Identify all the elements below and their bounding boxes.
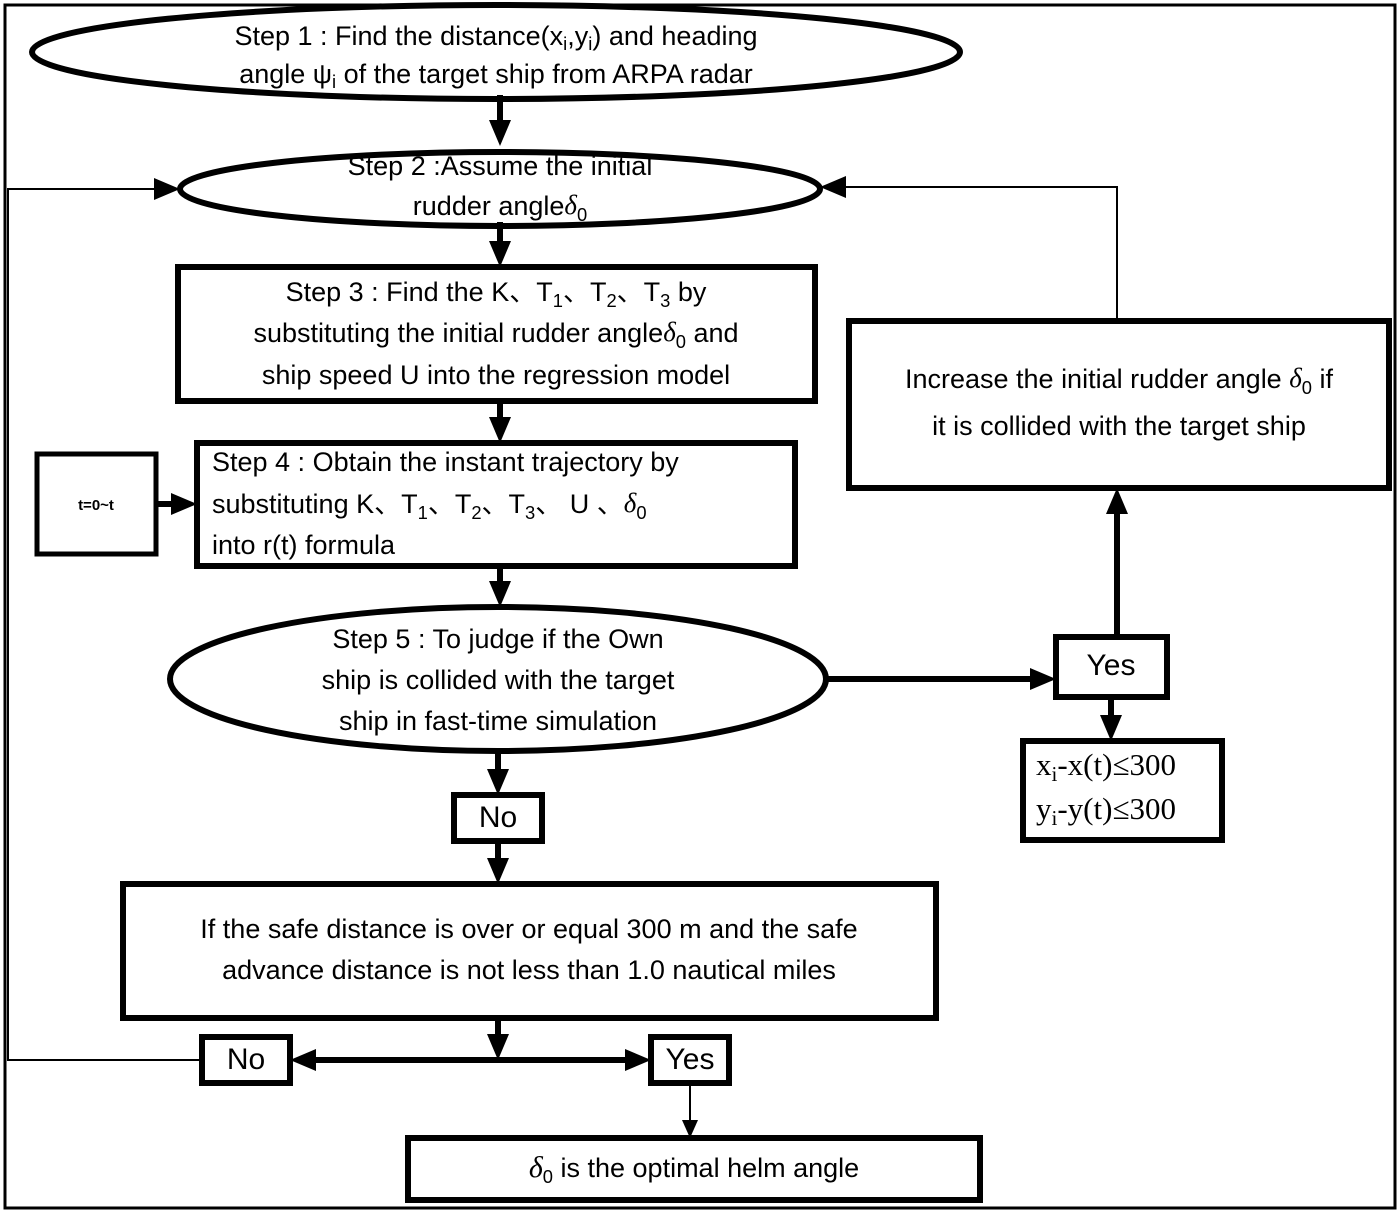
- edge-yes-bottom-to-result: [682, 1083, 698, 1138]
- step3-line3: ship speed U into the regression model: [262, 360, 730, 390]
- step3-line1: Step 3 : Find the K、T1、T2、T3 by: [286, 277, 707, 311]
- node-yes-right[interactable]: Yes: [1053, 634, 1170, 700]
- step5-line3: ship in fast-time simulation: [339, 706, 657, 736]
- edge-safe-distance-stem: [487, 1018, 509, 1060]
- step2-line1: Step 2 :Assume the initial: [348, 151, 653, 181]
- node-no-bottom[interactable]: No: [199, 1034, 293, 1086]
- node-step4[interactable]: Step 4 : Obtain the instant trajectory b…: [194, 440, 798, 569]
- edge-step4-to-step5: [489, 566, 511, 607]
- step4-line1: Step 4 : Obtain the instant trajectory b…: [212, 447, 679, 477]
- no-mid-label: No: [479, 801, 517, 834]
- node-increase[interactable]: Increase the initial rudder angle δ0 if …: [846, 318, 1392, 491]
- step2-line2: rudder angleδ0: [413, 190, 587, 225]
- edge-step5-to-no-mid: [487, 751, 509, 795]
- step4-line3: into r(t) formula: [212, 530, 396, 560]
- node-yes-bottom[interactable]: Yes: [648, 1034, 732, 1086]
- result-text: δ0 is the optimal helm angle: [529, 1151, 859, 1187]
- edge-step3-to-step4: [489, 401, 511, 443]
- yes-bottom-label: Yes: [666, 1043, 715, 1076]
- safe-distance-line1: If the safe distance is over or equal 30…: [200, 914, 857, 944]
- safe-distance-line2: advance distance is not less than 1.0 na…: [222, 955, 836, 985]
- step5-line2: ship is collided with the target: [322, 665, 675, 695]
- node-result[interactable]: δ0 is the optimal helm angle: [405, 1135, 983, 1203]
- edge-step5-to-yes-right: [826, 668, 1056, 690]
- node-safe-distance[interactable]: If the safe distance is over or equal 30…: [120, 881, 939, 1021]
- edge-no-bottom-to-step2: [7, 178, 202, 1061]
- edge-increase-to-step2: [820, 176, 1118, 322]
- node-step2[interactable]: Step 2 :Assume the initial rudder angleδ…: [177, 149, 823, 229]
- time-range-label: t=0~t: [78, 497, 114, 514]
- node-no-mid[interactable]: No: [451, 792, 545, 844]
- step1-line2: angle ψi of the target ship from ARPA ra…: [239, 59, 753, 92]
- node-time-range[interactable]: t=0~t: [34, 451, 159, 557]
- edge-yes-right-to-condition: [1100, 697, 1122, 741]
- step5-line1: Step 5 : To judge if the Own: [332, 624, 663, 654]
- increase-line1: Increase the initial rudder angle δ0 if: [905, 363, 1334, 398]
- edge-yes-right-to-increase: [1106, 488, 1128, 637]
- page-border: [3, 3, 1397, 1210]
- yes-right-label: Yes: [1087, 649, 1136, 682]
- no-bottom-label: No: [227, 1043, 265, 1076]
- edge-no-mid-to-safe-distance: [487, 841, 509, 884]
- edge-safe-distance-to-no-bottom: [290, 1049, 498, 1071]
- node-step1[interactable]: Step 1 : Find the distance(xi,yi) and he…: [29, 2, 963, 102]
- edge-safe-distance-to-yes-bottom: [498, 1049, 651, 1071]
- increase-line2: it is collided with the target ship: [932, 411, 1306, 441]
- step3-line2: substituting the initial rudder angleδ0 …: [253, 317, 738, 352]
- node-step3[interactable]: Step 3 : Find the K、T1、T2、T3 by substitu…: [175, 264, 818, 404]
- condition-line2: yi-y(t)≤300: [1036, 791, 1176, 830]
- node-condition[interactable]: xi-x(t)≤300 yi-y(t)≤300: [1020, 738, 1225, 843]
- condition-line1: xi-x(t)≤300: [1036, 747, 1176, 786]
- edge-time-to-step4: [156, 493, 197, 515]
- step1-line1: Step 1 : Find the distance(xi,yi) and he…: [234, 21, 757, 54]
- step4-line2: substituting K、T1、T2、T3、 U 、δ0: [212, 488, 647, 523]
- node-step5[interactable]: Step 5 : To judge if the Own ship is col…: [167, 604, 829, 754]
